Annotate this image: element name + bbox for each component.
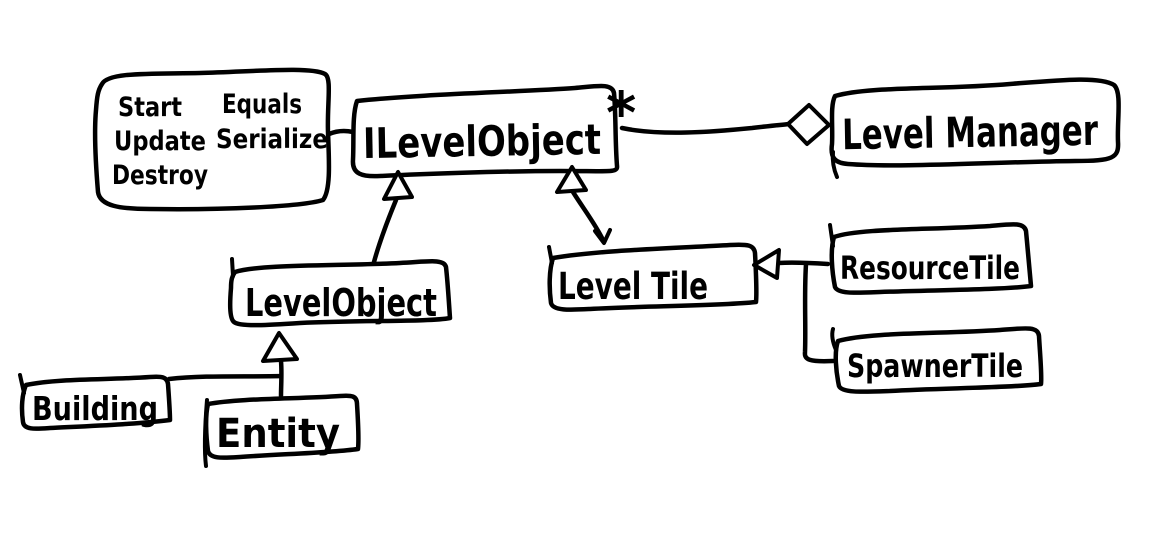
levelobject-box: [227, 259, 453, 328]
inheritance-line: [371, 197, 399, 265]
inheritance-line: [166, 373, 284, 382]
methods-note-box: [92, 67, 332, 212]
levelobject-label: LevelObject: [245, 281, 437, 325]
building-box: [19, 374, 173, 431]
small-arrowhead: [593, 228, 612, 245]
leveltile-box: [547, 242, 759, 312]
aggregation-line: [619, 121, 793, 135]
ilevelobject-label: ILevelObject: [363, 115, 602, 168]
node-levelmanager: Level Manager: [829, 77, 1121, 179]
edge-spawnertile-branch: [802, 261, 836, 364]
edge-leveltile-to-ilevelobject: [570, 189, 612, 245]
node-spawnertile: SpawnerTile: [830, 326, 1044, 394]
edge-note-to-ilevelobject: [326, 128, 356, 137]
edge-building-to-triangle: [166, 373, 284, 382]
node-entity: Entity: [202, 393, 361, 468]
inheritance-triangle-leveltile-icon: [555, 165, 588, 194]
inheritance-arrowhead-resourcetile-icon: [752, 248, 781, 280]
spawnertile-box: [833, 326, 1044, 394]
box-overshoot-stroke: [18, 373, 26, 395]
box-overshoot-stroke: [830, 327, 838, 352]
inheritance-triangle-entity-building-icon: [261, 331, 299, 363]
multiplicity-label: *: [606, 79, 636, 147]
node-ilevelobject: ILevelObject: [350, 83, 620, 179]
node-methods-note: Start Equals Update Serialize Destroy: [92, 67, 332, 212]
box-overshoot-stroke: [230, 257, 235, 278]
levelmanager-label: Level Manager: [842, 106, 1099, 159]
node-leveltile: Level Tile: [547, 242, 759, 312]
box-overshoot-stroke: [202, 398, 209, 468]
aggregation-diamond-icon: [786, 103, 831, 146]
inheritance-line: [776, 260, 831, 267]
ilevelobject-box: [350, 83, 620, 179]
method-label-equals: Equals: [222, 89, 302, 120]
note-connector-line: [326, 128, 356, 137]
leveltile-label: Level Tile: [558, 265, 708, 308]
box-overshoot-stroke: [547, 245, 554, 265]
method-label-start: Start: [118, 92, 182, 123]
method-label-update: Update: [114, 126, 206, 157]
method-label-destroy: Destroy: [112, 160, 208, 191]
edge-levelobject-to-ilevelobject: [371, 197, 399, 265]
node-levelobject: LevelObject: [227, 257, 453, 328]
resourcetile-label: ResourceTile: [840, 249, 1020, 287]
resourcetile-box: [829, 222, 1034, 295]
building-label: Building: [32, 389, 158, 428]
spawnertile-label: SpawnerTile: [847, 347, 1023, 385]
edge-resourcetile-to-leveltile: [776, 260, 831, 267]
inheritance-triangle-levelobject-icon: [382, 170, 414, 201]
entity-label: Entity: [216, 411, 340, 457]
box-overshoot-stroke: [830, 150, 839, 179]
method-label-serialize: Serialize: [216, 124, 328, 155]
box-overshoot-stroke: [828, 223, 835, 248]
node-resourcetile: ResourceTile: [828, 222, 1034, 295]
node-building: Building: [18, 373, 173, 431]
entity-box: [203, 393, 361, 460]
edge-ilevelobject-to-levelmanager: [619, 121, 793, 135]
multiplicity-star: *: [606, 79, 636, 147]
inheritance-elbow-line: [802, 261, 836, 364]
